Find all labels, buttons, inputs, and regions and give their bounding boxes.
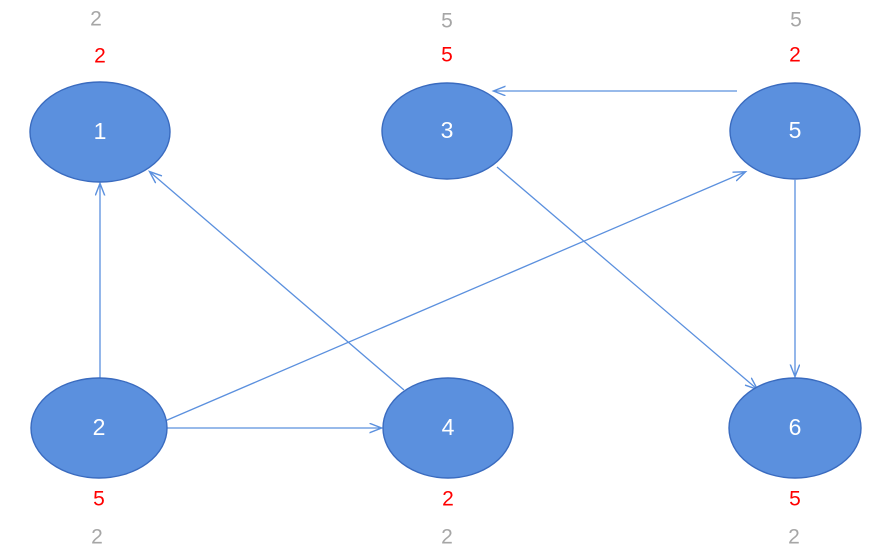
- node-red-annotation-3: 5: [441, 44, 453, 67]
- node-shape-6[interactable]: [728, 377, 862, 479]
- node-shape-5[interactable]: [729, 82, 861, 180]
- node-shape-2[interactable]: [30, 377, 168, 479]
- graph-edge-2-to-5: [164, 172, 745, 422]
- node-label-3: 3: [441, 117, 454, 143]
- node-shape-1[interactable]: [29, 81, 171, 183]
- node-gray-annotation-1: 2: [90, 8, 102, 31]
- node-gray-annotation-3: 5: [441, 10, 453, 33]
- graph-edge-3-to-6: [496, 166, 757, 389]
- graph-edge-4-to-1: [150, 172, 405, 391]
- graph-node-6[interactable]: 6: [728, 377, 862, 479]
- node-red-annotation-6: 5: [789, 488, 801, 511]
- node-red-annotation-4: 2: [442, 488, 454, 511]
- node-red-annotation-5: 2: [789, 44, 801, 67]
- node-shape-3[interactable]: [381, 82, 513, 180]
- node-gray-annotation-6: 2: [788, 526, 800, 549]
- graph-node-4[interactable]: 4: [382, 377, 514, 479]
- node-gray-annotation-4: 2: [441, 526, 453, 549]
- graph-node-1[interactable]: 1: [29, 81, 171, 183]
- graph-node-2[interactable]: 2: [30, 377, 168, 479]
- node-label-2: 2: [93, 414, 106, 440]
- node-shape-4[interactable]: [382, 377, 514, 479]
- graph-node-3[interactable]: 3: [381, 82, 513, 180]
- node-gray-annotation-5: 5: [790, 9, 802, 32]
- node-red-annotation-1: 2: [94, 45, 106, 68]
- node-red-annotation-2: 5: [93, 488, 105, 511]
- node-gray-annotation-2: 2: [91, 526, 103, 549]
- edges-layer: [100, 91, 795, 428]
- node-label-5: 5: [789, 117, 802, 143]
- node-label-4: 4: [442, 414, 455, 440]
- nodes-layer: 1 2 3 4 5 6: [29, 81, 862, 479]
- annotations-layer: 2 2 5 2 5 5 2 2 2 5 5 2: [90, 8, 802, 549]
- graph-node-5[interactable]: 5: [729, 82, 861, 180]
- node-label-6: 6: [789, 414, 802, 440]
- node-label-1: 1: [94, 118, 107, 144]
